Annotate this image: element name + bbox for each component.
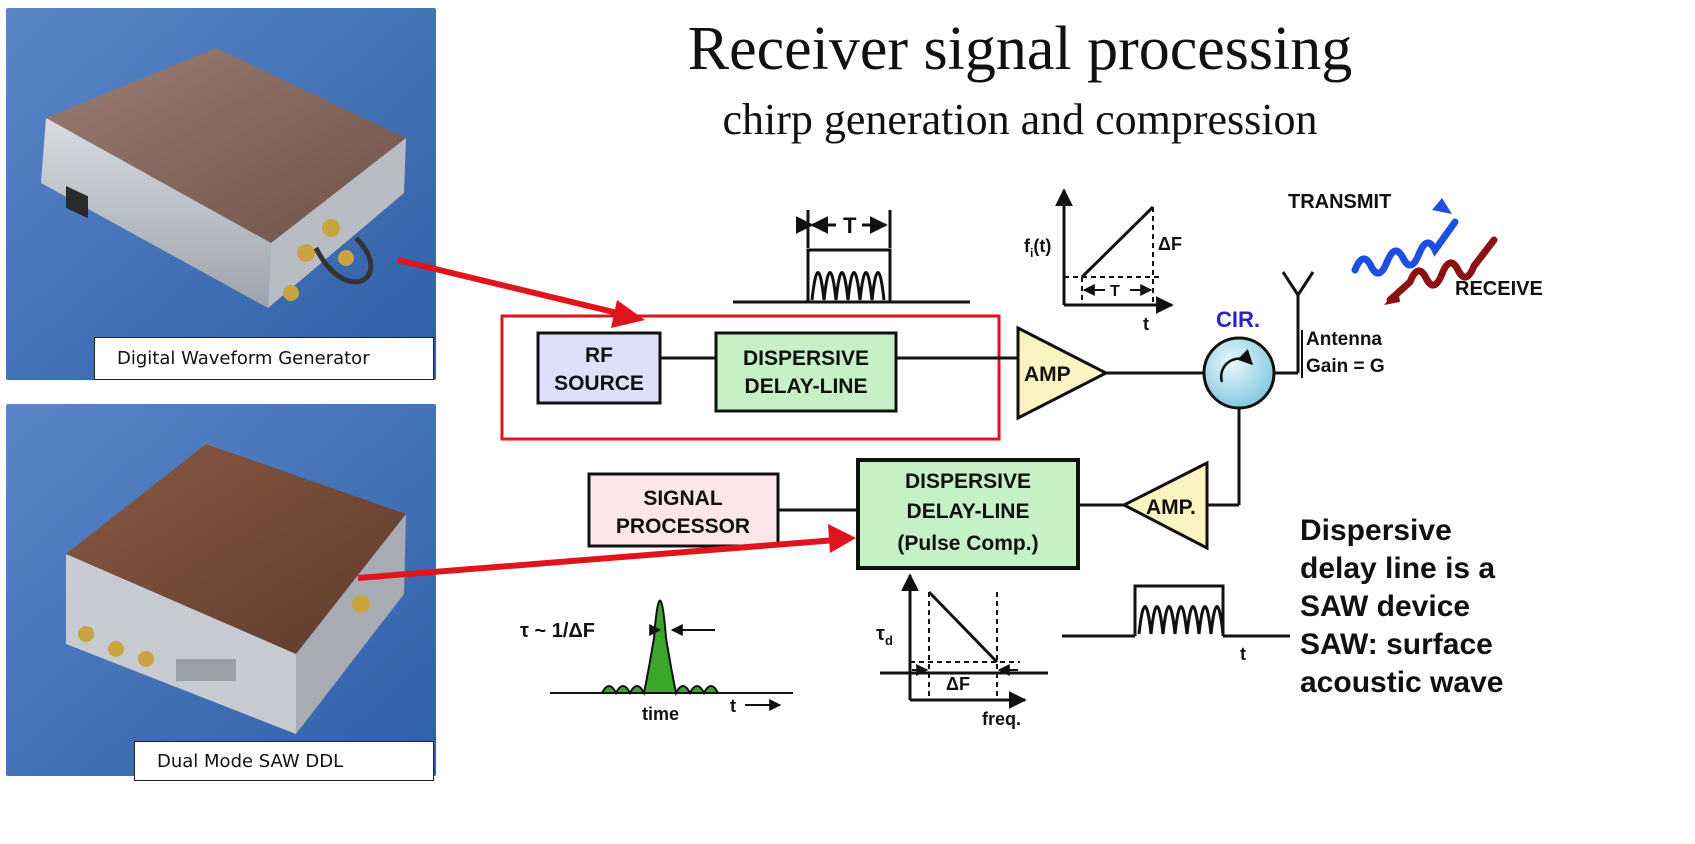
compressed-pulse-plot	[550, 601, 793, 706]
delay-df-label: ΔF	[946, 674, 970, 694]
note-line-5: acoustic wave	[1300, 664, 1503, 702]
amp-bottom-label: AMP.	[1146, 496, 1196, 519]
signal-processor-label-1: SIGNAL	[643, 487, 723, 510]
ddl-top-label-1: DISPERSIVE	[743, 347, 869, 370]
amp-top-label: AMP	[1024, 363, 1071, 386]
wave-t-label: t	[1240, 644, 1246, 664]
tau-width-label: τ ~ 1/ΔF	[520, 620, 595, 642]
rf-source-label-1: RF	[585, 344, 613, 367]
ddl-bottom-label-1: DISPERSIVE	[905, 470, 1031, 493]
chirp-x-label: t	[1143, 314, 1149, 334]
antenna-gain-label: Gain = G	[1306, 356, 1385, 377]
transmit-label: TRANSMIT	[1288, 191, 1391, 213]
chirp-t-label: T	[1110, 283, 1120, 300]
ddl-top-label-2: DELAY-LINE	[745, 375, 868, 398]
ddl-bottom-label-2: DELAY-LINE	[907, 500, 1030, 523]
signal-processor-label-2: PROCESSOR	[616, 515, 750, 538]
saw-note: Dispersive delay line is a SAW device SA…	[1300, 512, 1503, 702]
circulator	[1204, 338, 1274, 408]
note-line-3: SAW device	[1300, 588, 1503, 626]
chirp-y-label: fi(t)	[1024, 236, 1051, 260]
receive-label: RECEIVE	[1455, 278, 1543, 300]
time-label: time	[642, 704, 679, 724]
ddl-bottom-label-3: (Pulse Comp.)	[897, 532, 1038, 555]
note-line-4: SAW: surface	[1300, 626, 1503, 664]
delay-y-label: τd	[876, 623, 893, 648]
t-axis-label: t	[730, 696, 736, 716]
antenna-label: Antenna	[1306, 329, 1382, 350]
antenna-icon	[1283, 272, 1313, 295]
dispersive-delay-line-top	[716, 333, 896, 411]
received-pulse-waveform	[1135, 586, 1223, 636]
pulse-width-label: T	[843, 213, 857, 238]
note-line-2: delay line is a	[1300, 550, 1503, 588]
freq-label: freq.	[982, 709, 1021, 729]
note-line-1: Dispersive	[1300, 512, 1503, 550]
circulator-label: CIR.	[1216, 307, 1260, 332]
transmit-wave-icon	[1355, 222, 1455, 273]
rf-source-label-2: SOURCE	[554, 372, 644, 395]
chirp-df-label: ΔF	[1158, 234, 1182, 254]
